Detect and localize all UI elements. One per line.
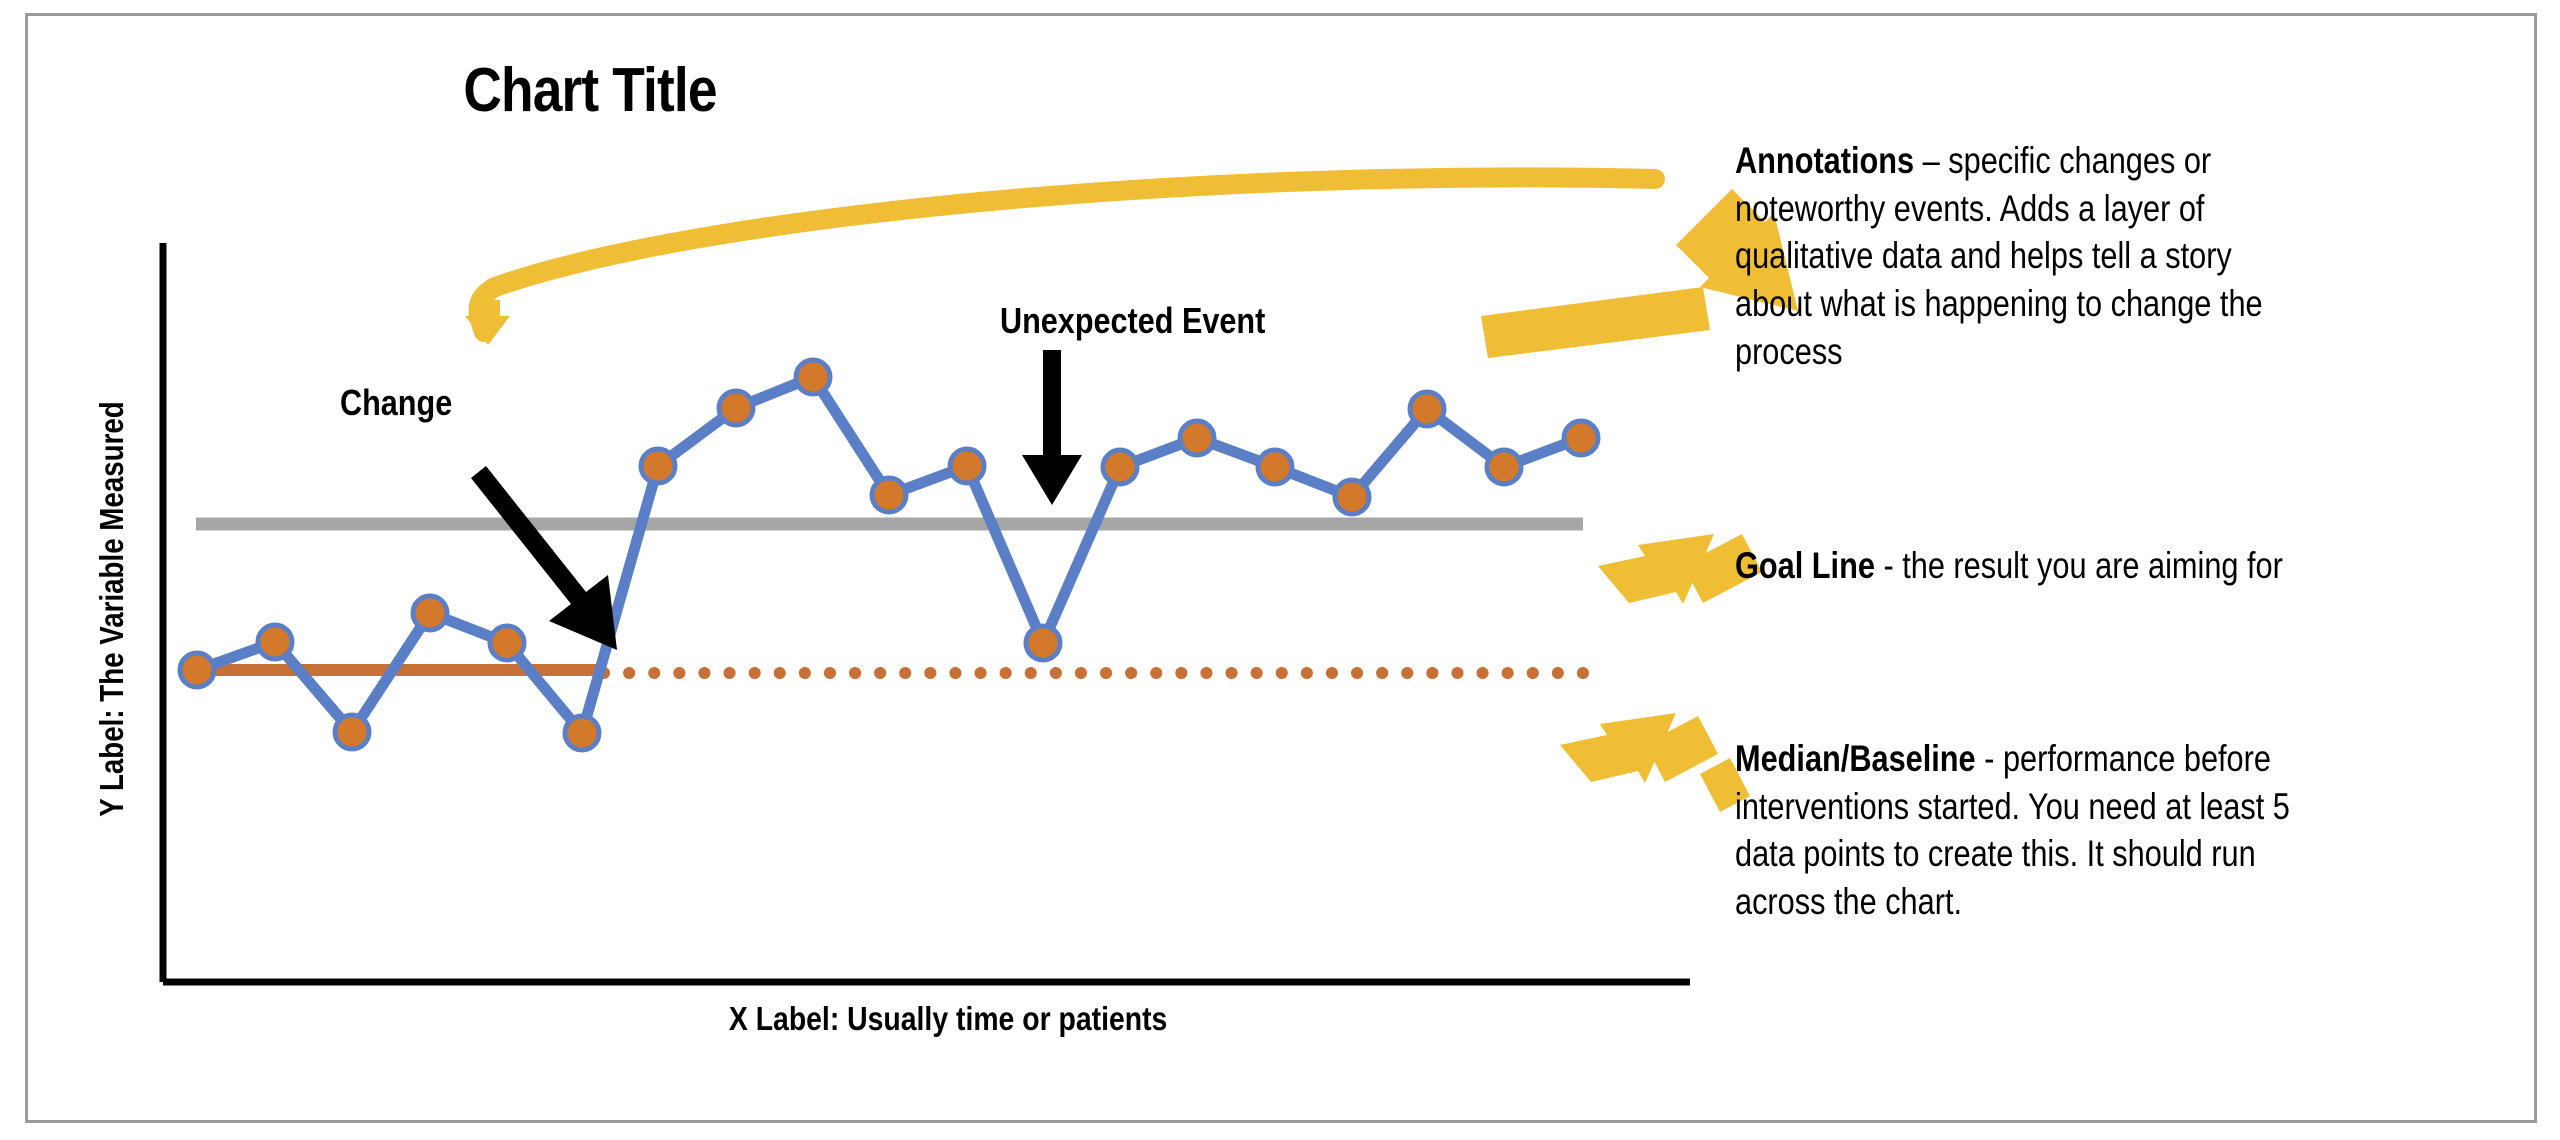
data-point-marker <box>869 475 909 515</box>
data-point-marker <box>1484 447 1524 487</box>
data-point-marker <box>638 446 678 486</box>
data-point-markers <box>177 357 1601 753</box>
side-note-median-baseline-body: - performance before interventions start… <box>1735 738 2290 923</box>
data-point-marker <box>1561 418 1601 458</box>
annotation-label-change: Change <box>340 382 453 423</box>
median-baseline-callout-arrow-icon <box>1560 713 1750 812</box>
data-point-marker <box>1177 418 1217 458</box>
x-axis-label: X Label: Usually time or patients <box>728 1000 1168 1037</box>
side-note-median-baseline: Median/Baseline - performance before int… <box>1735 735 2308 926</box>
side-note-annotations: Annotations – specific changes or notewo… <box>1735 137 2308 376</box>
chart-title: Chart Title <box>463 56 717 125</box>
data-point-marker <box>255 622 295 662</box>
data-point-marker <box>716 388 756 428</box>
data-point-marker <box>1407 389 1447 429</box>
data-series-line <box>191 371 1587 739</box>
data-point-marker <box>1255 447 1295 487</box>
data-point-marker <box>177 650 217 690</box>
side-note-goal-line-term: Goal Line <box>1735 545 1875 586</box>
data-point-marker <box>947 446 987 486</box>
annotations-callout-arrow-icon <box>1481 189 1798 358</box>
data-point-marker <box>1100 447 1140 487</box>
data-point-marker <box>562 713 602 753</box>
data-point-marker <box>793 357 833 397</box>
chart-axes <box>159 243 1690 986</box>
change-pointer-arrow-icon <box>471 466 617 650</box>
side-note-annotations-term: Annotations <box>1735 140 1915 181</box>
data-point-marker <box>410 593 450 633</box>
data-point-marker <box>487 623 527 663</box>
side-note-goal-line-body: - the result you are aiming for <box>1874 545 2283 586</box>
annotation-label-unexpected-event: Unexpected Event <box>1000 300 1266 341</box>
data-point-marker <box>332 712 372 752</box>
data-point-marker <box>1332 477 1372 517</box>
side-note-annotations-body: – specific changes or noteworthy events.… <box>1735 140 2263 372</box>
side-note-goal-line: Goal Line - the result you are aiming fo… <box>1735 542 2308 590</box>
side-note-median-baseline-term: Median/Baseline <box>1735 738 1976 779</box>
y-axis-label: Y Label: The Variable Measured <box>93 401 130 817</box>
goal-line-callout-arrow-icon <box>1598 534 1762 604</box>
unexpected-event-pointer-arrow-icon <box>1022 350 1082 505</box>
data-point-marker <box>1023 623 1063 663</box>
annotations-curved-callout-arrow-icon <box>465 167 1665 345</box>
